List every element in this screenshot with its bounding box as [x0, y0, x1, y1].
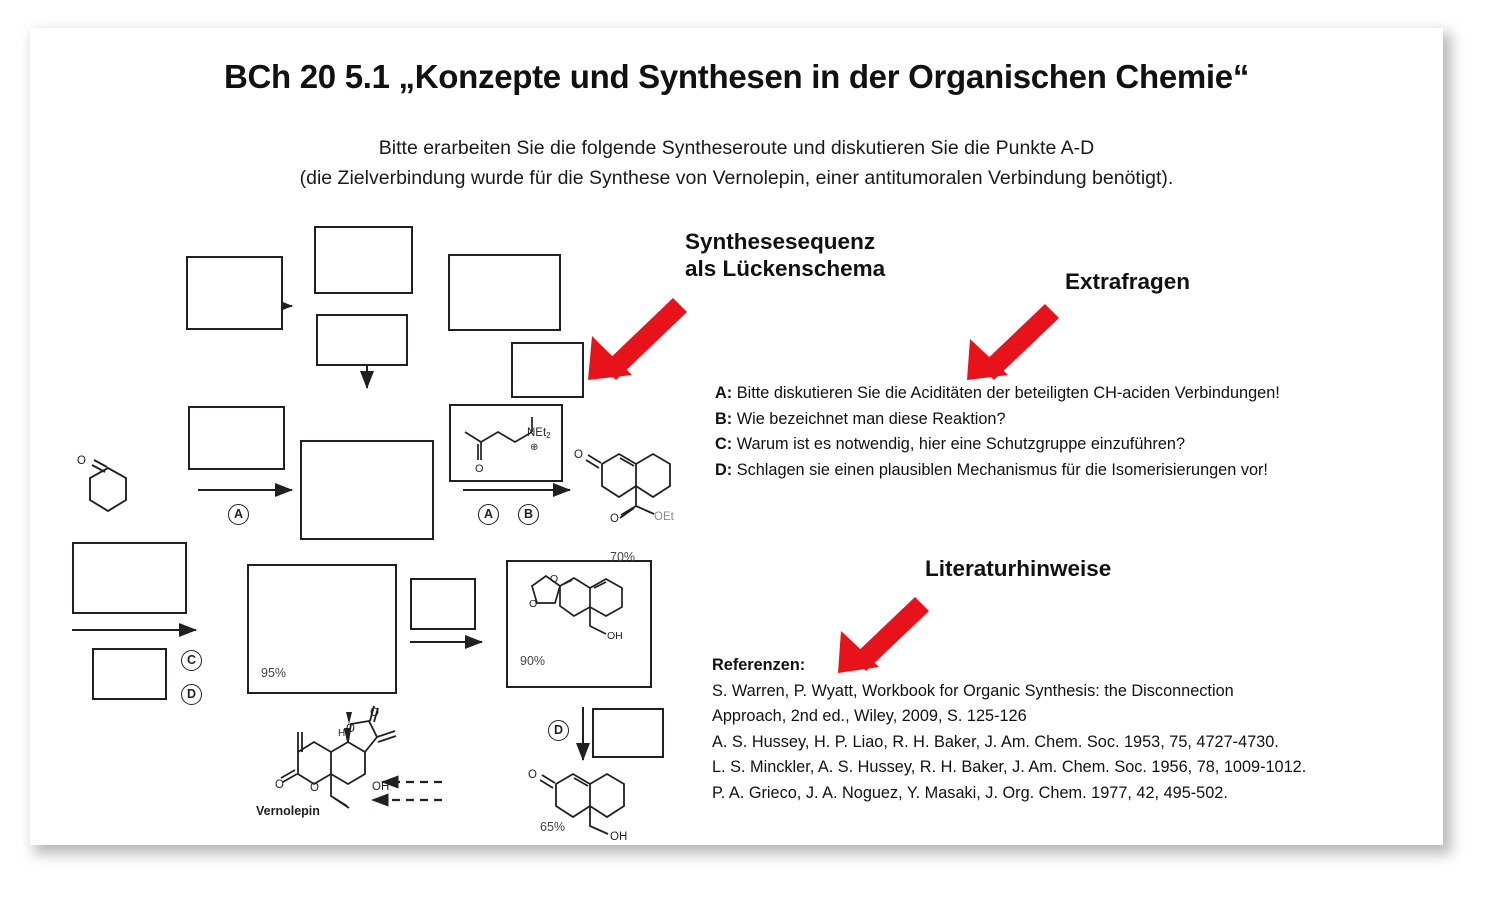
ethoxy-label: OEt — [654, 511, 675, 523]
condition-marker-b[interactable]: B — [518, 504, 539, 525]
red-arrow-icon-to-questions — [950, 300, 1059, 395]
red-arrow-icon-to-references — [820, 593, 929, 685]
condition-marker-d[interactable]: D — [181, 684, 202, 705]
annotation-label-extra-questions: Extrafragen — [1065, 269, 1191, 294]
question-text-d: Schlagen sie einen plausiblen Mechanismu… — [736, 460, 1268, 479]
oxygen-label: O — [550, 573, 558, 585]
reference-item: S. Warren, P. Wyatt, Workbook for Organi… — [712, 681, 1234, 700]
condition-marker-a[interactable]: A — [478, 504, 499, 525]
lactone-oxygen-label: O — [310, 782, 319, 794]
gap-box[interactable] — [300, 440, 434, 540]
hydroxyl-label: OH — [372, 781, 389, 793]
product-box-90: O O OH 90% — [506, 560, 652, 688]
amine-label: NEt2 — [527, 427, 551, 440]
carbonyl-oxygen-label: O — [574, 449, 583, 461]
subtitle-line-2: (die Zielverbindung wurde für die Synthe… — [299, 167, 1174, 189]
question-item-b: B: Wie bezeichnet man diese Reaktion? — [715, 407, 1405, 433]
condition-marker-d[interactable]: D — [548, 720, 569, 741]
red-arrow-icon-to-scheme — [570, 296, 687, 396]
carbonyl-oxygen-label: O — [528, 769, 537, 781]
target-compound-name: Vernolepin — [256, 804, 320, 818]
mannich-salt-box: O NEt2 ⊕ — [449, 404, 563, 482]
question-text-c: Warum ist es notwendig, hier eine Schutz… — [736, 435, 1186, 453]
gap-box[interactable] — [72, 542, 187, 614]
octalone-alcohol-structure: O OH — [528, 769, 627, 843]
slide-card: BCh 20 5.1 „Konzepte und Synthesen in de… — [30, 28, 1443, 845]
stereo-hydrogen-label: H — [338, 728, 345, 739]
question-item-d: D: Schlagen sie einen plausiblen Mechani… — [715, 458, 1405, 484]
condition-marker-c[interactable]: C — [181, 650, 202, 671]
scheme-bond-layer — [72, 299, 590, 807]
question-text-b: Wie bezeichnet man diese Reaktion? — [736, 409, 1006, 428]
yield-label-95: 95% — [261, 666, 287, 680]
gap-box[interactable] — [410, 578, 476, 630]
references-heading: Referenzen: — [712, 656, 806, 674]
gap-box[interactable] — [92, 648, 167, 700]
annotation-label-synthesis-sequence: Synthesesequenz als Lückenschema — [685, 228, 885, 282]
gap-box[interactable] — [316, 314, 408, 366]
ketone-oxygen-label: O — [275, 779, 284, 791]
gap-box[interactable] — [188, 406, 285, 470]
reference-item: A. S. Hussey, H. P. Liao, R. H. Baker, J… — [712, 732, 1279, 751]
octalone-ester-structure: O O OEt — [574, 449, 675, 525]
extra-questions-list: A: Bitte diskutieren Sie die Aciditäten … — [715, 381, 1405, 483]
mannich-salt-structure: O NEt2 ⊕ — [464, 417, 551, 475]
yield-label-70: 70% — [610, 550, 636, 564]
question-letter-b: B: — [715, 409, 733, 428]
yield-label-90: 90% — [520, 654, 546, 668]
ester-oxygen-label: O — [610, 513, 619, 525]
hydroxyl-label: OH — [607, 630, 623, 642]
carbonyl-oxygen-label: O — [77, 455, 86, 467]
question-letter-d: D: — [715, 460, 733, 479]
cyclohexanone-structure: O — [77, 455, 127, 513]
hydroxyl-label: OH — [610, 831, 627, 843]
yield-label-65: 65% — [540, 820, 566, 834]
gap-box[interactable] — [592, 708, 664, 758]
reference-item: L. S. Minckler, A. S. Hussey, R. H. Bake… — [712, 758, 1307, 776]
gap-box[interactable] — [314, 226, 413, 294]
question-text-a: Bitte diskutieren Sie die Aciditäten der… — [736, 384, 1280, 402]
positive-charge-icon: ⊕ — [530, 442, 538, 453]
question-item-c: C: Warum ist es notwendig, hier eine Sch… — [715, 432, 1405, 458]
slide-subtitle: Bitte erarbeiten Sie die folgende Synthe… — [30, 133, 1443, 193]
page-title: BCh 20 5.1 „Konzepte und Synthesen in de… — [223, 58, 1250, 95]
question-item-a: A: Bitte diskutieren Sie die Aciditäten … — [715, 381, 1405, 407]
gap-box[interactable] — [186, 256, 283, 330]
references-block: Referenzen: S. Warren, P. Wyatt, Workboo… — [712, 653, 1412, 806]
reference-item: P. A. Grieco, J. A. Noguez, Y. Masaki, J… — [712, 783, 1228, 802]
subtitle-line-1: Bitte erarbeiten Sie die folgende Synthe… — [378, 137, 1095, 159]
dioxolane-decalin-structure: O O OH — [529, 573, 623, 642]
question-letter-c: C: — [715, 435, 733, 453]
oxygen-label: O — [529, 598, 537, 610]
gap-box[interactable] — [448, 254, 561, 331]
lactone-oxygen-label: O — [346, 723, 355, 735]
question-letter-a: A: — [715, 384, 733, 402]
product-box-95: 95% — [247, 564, 397, 694]
gap-box[interactable] — [511, 342, 584, 398]
annotation-synthesis-line-2: als Lückenschema — [685, 256, 886, 281]
annotation-synthesis-line-1: Synthesesequenz — [685, 229, 876, 254]
reference-item: Approach, 2nd ed., Wiley, 2009, S. 125-1… — [712, 707, 1027, 725]
condition-marker-a[interactable]: A — [228, 504, 249, 525]
lactone-carbonyl-oxygen-label: O — [370, 707, 379, 719]
vernolepin-structure: O O O O H OH — [275, 705, 397, 809]
annotation-label-references: Literaturhinweise — [925, 556, 1112, 581]
synthesis-scheme: O NEt2 ⊕ 95% — [70, 220, 710, 843]
carbonyl-oxygen-label: O — [475, 463, 484, 475]
